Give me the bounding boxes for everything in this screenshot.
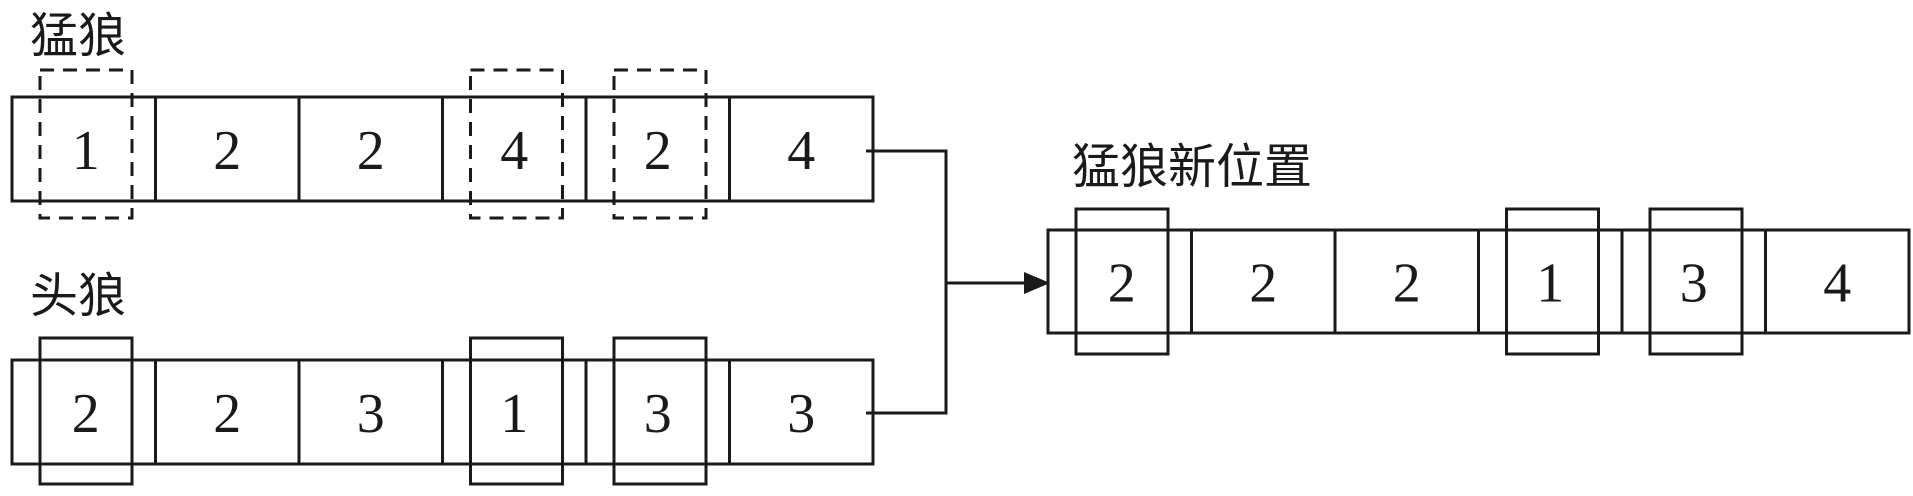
head-selection-box-4 — [469, 336, 564, 486]
arrow-head — [1024, 272, 1050, 294]
fierce-cell-6 — [728, 95, 875, 203]
fierce-selection-box-4 — [469, 68, 564, 220]
fierce-cell-value-6: 4 — [787, 120, 815, 182]
new-cell-value-5: 3 — [1680, 253, 1708, 315]
new-cell-6 — [1764, 228, 1911, 335]
head-cell-value-1: 2 — [72, 383, 100, 445]
head-wolf-row: 2 2 3 1 3 3 — [10, 336, 875, 486]
fierce-selection-box-5 — [612, 68, 708, 220]
fierce-wolves-row: 1 2 2 4 2 4 — [10, 68, 875, 220]
new-position-row: 2 2 2 1 3 4 — [1046, 207, 1911, 356]
connector-from-head-wolf — [866, 283, 948, 415]
label-fierce-wolves: 猛狼 — [30, 8, 126, 64]
label-head-wolf: 头狼 — [30, 268, 126, 324]
fierce-cell-value-2: 2 — [213, 120, 241, 182]
new-cell-value-6: 4 — [1823, 253, 1851, 315]
head-cell-value-5: 3 — [644, 383, 672, 445]
connector-from-fierce-wolves — [866, 149, 948, 283]
fierce-cell-value-1: 1 — [72, 120, 100, 182]
label-new-position: 猛狼新位置 — [1072, 139, 1312, 195]
head-cell-value-2: 2 — [213, 383, 241, 445]
fierce-selection-box-1 — [38, 68, 134, 220]
new-selection-box-1 — [1074, 207, 1170, 356]
new-cell-value-3: 2 — [1393, 253, 1421, 315]
new-selection-box-4 — [1505, 207, 1600, 356]
fierce-cell-value-5: 2 — [644, 120, 672, 182]
new-selection-box-5 — [1648, 207, 1744, 356]
head-cell-value-4: 1 — [500, 383, 528, 445]
head-cell-value-3: 3 — [357, 383, 385, 445]
new-cell-value-4: 1 — [1536, 253, 1564, 315]
new-cell-value-1: 2 — [1108, 253, 1136, 315]
head-cell-value-6: 3 — [787, 383, 815, 445]
fierce-cell-value-3: 2 — [357, 120, 385, 182]
fierce-cell-value-4: 4 — [500, 120, 528, 182]
head-selection-box-1 — [38, 336, 134, 486]
new-cell-value-2: 2 — [1249, 253, 1277, 315]
head-selection-box-5 — [612, 336, 708, 486]
